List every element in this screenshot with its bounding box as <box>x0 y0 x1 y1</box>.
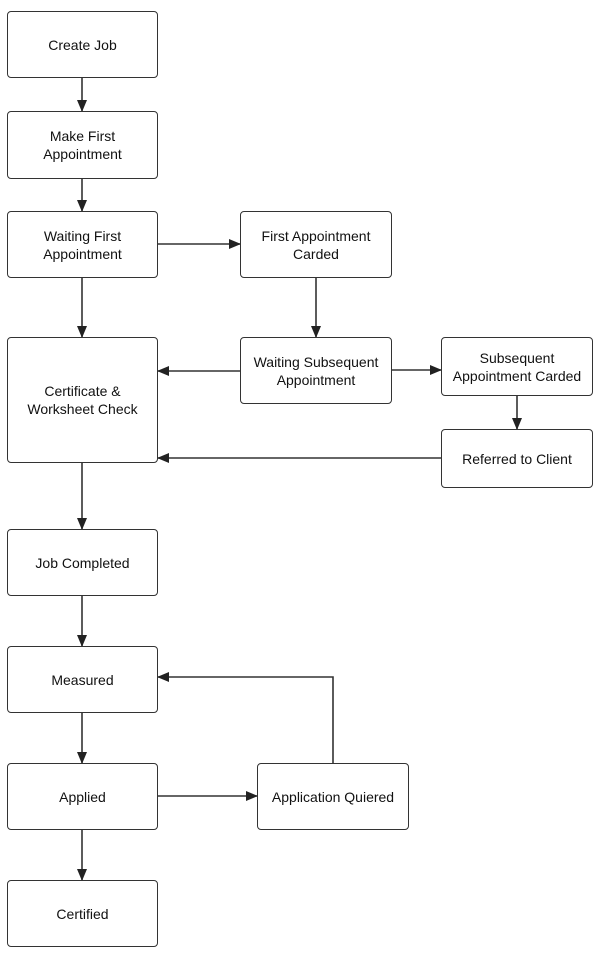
node-certificate-worksheet-check: Certificate & Worksheet Check <box>7 337 158 463</box>
node-job-completed: Job Completed <box>7 529 158 596</box>
node-certificate-worksheet-check-label-2: Worksheet Check <box>27 401 138 417</box>
node-make-first-appointment-label-2: Appointment <box>43 146 122 162</box>
node-subsequent-appointment-carded-label-2: Appointment Carded <box>452 367 582 384</box>
node-subsequent-appointment-carded: Subsequent Appointment Carded <box>441 337 593 396</box>
node-create-job-label-1: Create Job <box>48 36 117 53</box>
node-measured-label-1: Measured <box>51 671 114 688</box>
node-make-first-appointment: Make First Appointment <box>7 111 158 179</box>
node-application-quiered: Application Quiered <box>257 763 409 830</box>
node-job-completed-label-1: Job Completed <box>35 554 130 571</box>
node-first-appointment-carded-label-1: First Appointment <box>261 227 371 244</box>
node-referred-to-client: Referred to Client <box>441 429 593 488</box>
node-create-job: Create Job <box>7 11 158 78</box>
node-applied: Applied <box>7 763 158 830</box>
node-subsequent-appointment-carded-label-1: Subsequent <box>479 349 555 366</box>
node-certified-label-1: Certified <box>56 905 109 922</box>
node-first-appointment-carded: First Appointment Carded <box>240 211 392 278</box>
node-certified: Certified <box>7 880 158 947</box>
node-waiting-first-appointment-label-1: Waiting First <box>43 227 122 244</box>
node-waiting-subsequent-appointment-label-2: Appointment <box>276 371 356 388</box>
node-referred-to-client-label-1: Referred to Client <box>462 450 572 467</box>
node-certificate-worksheet-check-label-1: Certificate & <box>44 383 121 399</box>
node-first-appointment-carded-label-2: Carded <box>293 245 339 262</box>
node-waiting-first-appointment-label-2: Appointment <box>43 245 122 262</box>
node-waiting-first-appointment: Waiting First Appointment <box>7 211 158 278</box>
node-make-first-appointment-label-1: Make First <box>49 128 116 144</box>
node-measured: Measured <box>7 646 158 713</box>
node-waiting-subsequent-appointment-label-1: Waiting Subsequent <box>253 353 379 370</box>
edge-app-queried-to-measured <box>157 672 334 763</box>
node-waiting-subsequent-appointment: Waiting Subsequent Appointment <box>240 337 392 404</box>
node-applied-label-1: Applied <box>59 788 106 805</box>
node-application-quiered-label-1: Application Quiered <box>271 788 395 805</box>
